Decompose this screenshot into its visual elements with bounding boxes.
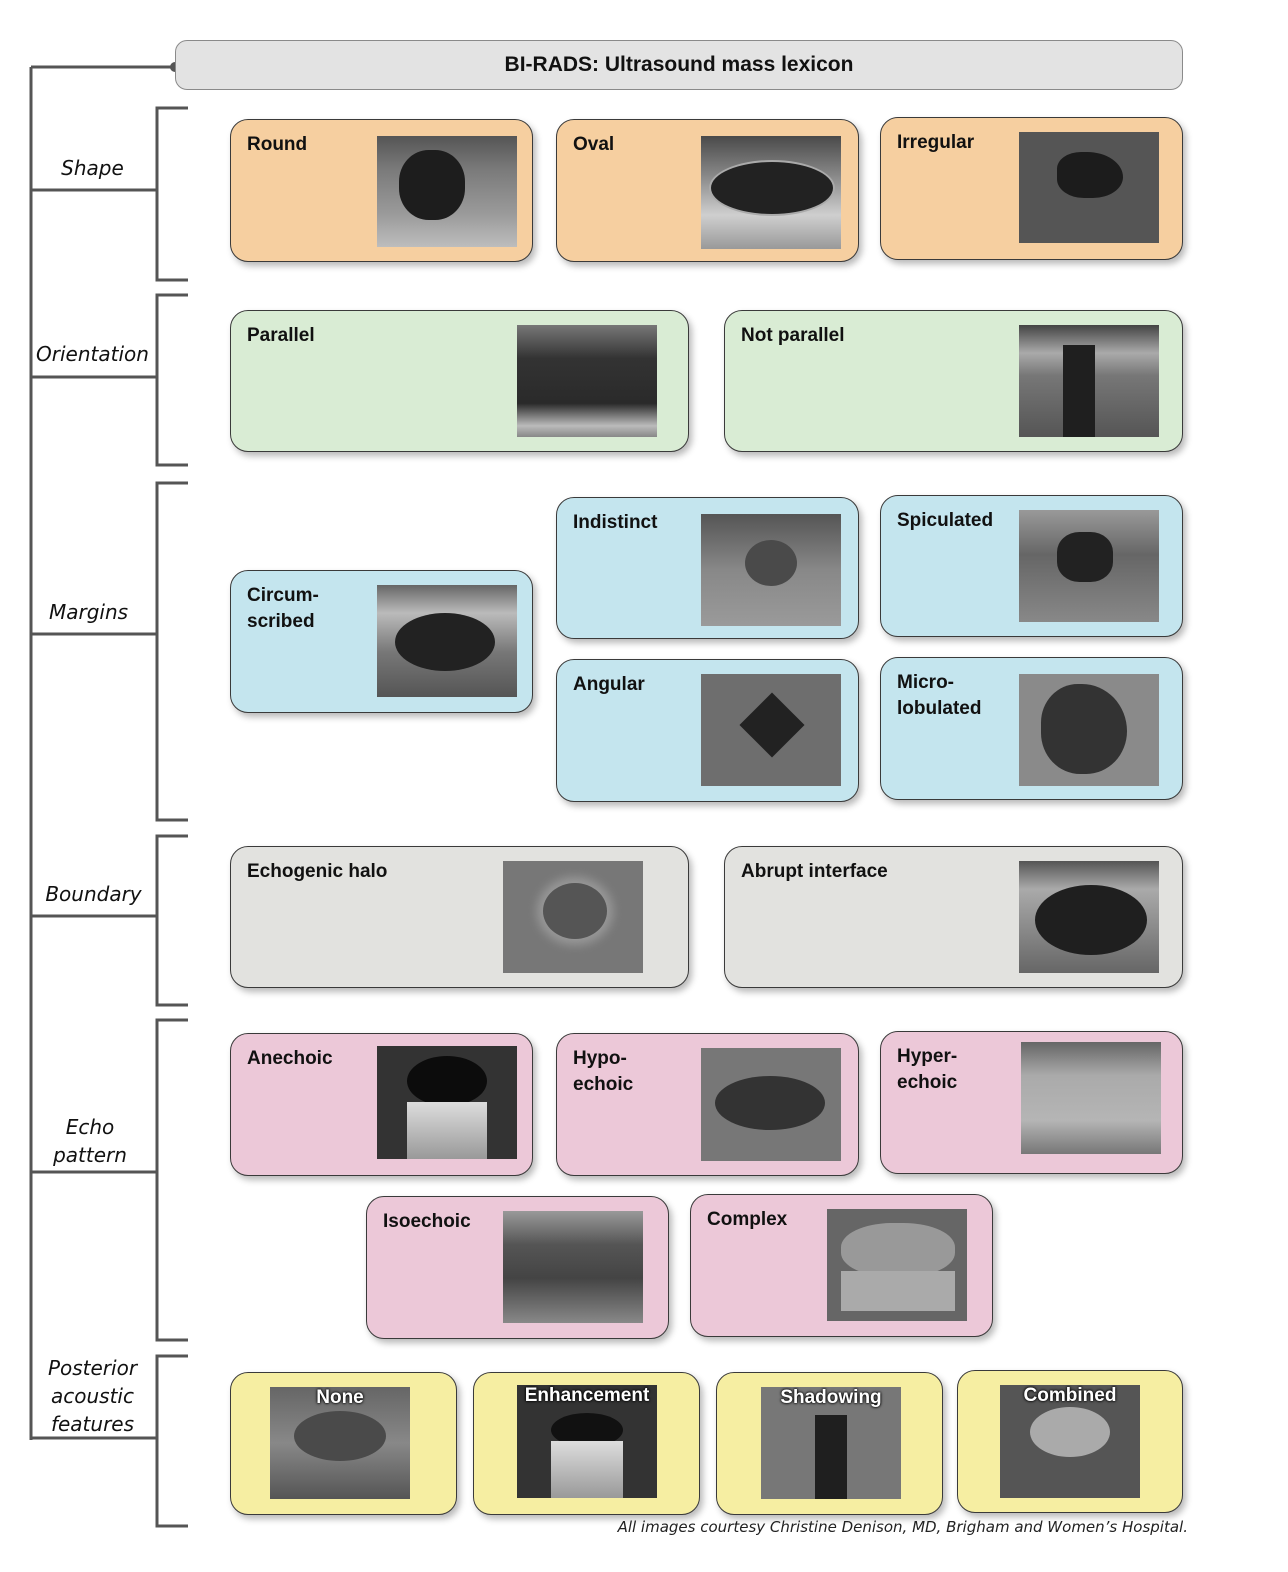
card-hypoechoic: Hypo- echoic: [556, 1033, 859, 1176]
card-label: Anechoic: [247, 1048, 333, 1069]
card-label: Complex: [707, 1209, 788, 1230]
category-label-boundary: Boundary: [45, 882, 142, 906]
card-label: Circum- scribed: [247, 585, 319, 632]
card-round: Round: [230, 119, 533, 262]
ultrasound-image: [1019, 325, 1159, 437]
card-circumscribed: Circum- scribed: [230, 570, 533, 713]
card-anechoic: Anechoic: [230, 1033, 533, 1176]
ultrasound-image: None: [270, 1387, 410, 1499]
ultrasound-image: [503, 861, 643, 973]
card-label: Angular: [573, 674, 645, 695]
card-label: Indistinct: [573, 512, 658, 533]
ultrasound-image: [377, 136, 517, 247]
card-indistinct: Indistinct: [556, 497, 859, 639]
card-label: Micro- lobulated: [897, 672, 982, 719]
card-shadowing: Shadowing: [716, 1372, 943, 1515]
card-not-parallel: Not parallel: [724, 310, 1183, 452]
card-label: Enhancement: [524, 1385, 650, 1406]
ultrasound-image: [1021, 1042, 1161, 1154]
card-label: Combined: [1023, 1385, 1117, 1406]
card-label: Isoechoic: [383, 1211, 471, 1232]
ultrasound-image: [1019, 510, 1159, 622]
ultrasound-image: [377, 585, 517, 697]
category-label-posterior-features: Posterior acoustic features: [47, 1356, 138, 1436]
ultrasound-image: [377, 1046, 517, 1159]
card-echogenic-halo: Echogenic halo: [230, 846, 689, 988]
category-label-orientation: Orientation: [36, 342, 149, 366]
card-label: Shadowing: [780, 1387, 882, 1408]
card-combined: Combined: [957, 1370, 1183, 1513]
ultrasound-image: [701, 1048, 841, 1161]
card-abrupt-interface: Abrupt interface: [724, 846, 1183, 988]
ultrasound-image: [701, 674, 841, 786]
card-label: Abrupt interface: [741, 861, 888, 882]
card-spiculated: Spiculated: [880, 495, 1183, 637]
card-none: None: [230, 1372, 457, 1515]
card-microlobulated: Micro- lobulated: [880, 657, 1183, 800]
card-label: Hypo- echoic: [573, 1048, 634, 1095]
ultrasound-image: [1019, 674, 1159, 786]
ultrasound-image: Shadowing: [761, 1387, 901, 1499]
ultrasound-image: [1019, 861, 1159, 973]
ultrasound-image: [701, 136, 841, 249]
image-credit: All images courtesy Christine Denison, M…: [617, 1518, 1188, 1536]
card-hyperechoic: Hyper- echoic: [880, 1031, 1183, 1174]
category-label-shape: Shape: [61, 156, 124, 180]
diagram-title: BI-RADS: Ultrasound mass lexicon: [175, 40, 1183, 90]
ultrasound-image: [827, 1209, 967, 1321]
category-label-margins: Margins: [48, 600, 129, 624]
category-label-echo-pattern: Echo pattern: [53, 1115, 127, 1167]
card-label: Irregular: [897, 132, 975, 153]
card-label: Oval: [573, 134, 615, 155]
ultrasound-image: [701, 514, 841, 626]
card-isoechoic: Isoechoic: [366, 1196, 669, 1339]
card-label: Not parallel: [741, 325, 845, 346]
ultrasound-image: Enhancement: [517, 1385, 657, 1498]
card-label: Parallel: [247, 325, 315, 346]
card-irregular: Irregular: [880, 117, 1183, 260]
card-oval: Oval: [556, 119, 859, 262]
ultrasound-image: [503, 1211, 643, 1323]
card-label: Spiculated: [897, 510, 994, 531]
card-angular: Angular: [556, 659, 859, 802]
card-label: None: [316, 1387, 364, 1408]
card-enhancement: Enhancement: [473, 1372, 700, 1515]
card-label: Round: [247, 134, 308, 155]
card-complex: Complex: [690, 1194, 993, 1337]
card-parallel: Parallel: [230, 310, 689, 452]
ultrasound-image: [1019, 132, 1159, 243]
card-label: Echogenic halo: [247, 861, 388, 882]
ultrasound-image: [517, 325, 657, 437]
card-label: Hyper- echoic: [897, 1046, 958, 1093]
ultrasound-image: Combined: [1000, 1385, 1140, 1498]
